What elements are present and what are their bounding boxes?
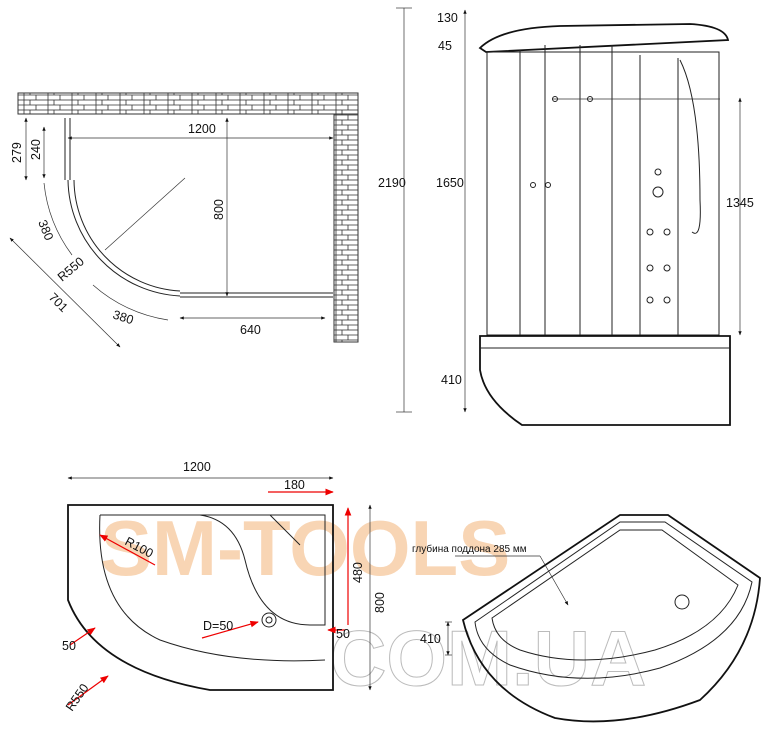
cabin-roof bbox=[478, 23, 730, 53]
plan-left-total-label: 279 bbox=[10, 142, 24, 163]
tray-depth-label: 800 bbox=[373, 592, 387, 613]
watermark-line2: COM.UA bbox=[330, 614, 646, 702]
elev-total-label: 2190 bbox=[378, 176, 406, 190]
elev-tray-label: 410 bbox=[441, 373, 462, 387]
plan-radius-label: R550 bbox=[55, 254, 87, 284]
plan-door-run-label: 640 bbox=[240, 323, 261, 337]
tray-body bbox=[461, 514, 761, 723]
plan-depth-label: 800 bbox=[212, 199, 226, 220]
shower-hose bbox=[679, 59, 701, 234]
elev-panel-label: 1345 bbox=[726, 196, 754, 210]
watermark-line1: SM-TOOLS bbox=[100, 504, 510, 592]
tray-seat-depth-label: 480 bbox=[351, 562, 365, 583]
tray-drain-icon bbox=[674, 594, 690, 610]
tray-depth-note: глубина поддона 285 мм bbox=[412, 543, 527, 555]
tray-seat-width-label: 180 bbox=[284, 478, 305, 492]
tray-perspective: глубина поддона 285 мм 410 bbox=[412, 514, 761, 723]
tray-outline bbox=[67, 504, 334, 691]
plan-width-label: 1200 bbox=[188, 122, 216, 136]
tray-drain-label: D=50 bbox=[203, 619, 233, 633]
elev-roof-offset-label: 45 bbox=[438, 39, 452, 53]
cabin-tray bbox=[479, 335, 731, 426]
right-wall bbox=[333, 113, 359, 343]
tray-perspective-height-label: 410 bbox=[420, 632, 441, 646]
plan-arc-lower-label: 380 bbox=[111, 308, 135, 328]
tray-outer-radius-label: R550 bbox=[63, 681, 92, 714]
drain-icon bbox=[261, 612, 277, 628]
elev-roof-label: 130 bbox=[437, 11, 458, 25]
tray-rim-left-label: 50 bbox=[62, 639, 76, 653]
watermark: SM-TOOLS COM.UA bbox=[100, 504, 647, 703]
plan-view: 1200 800 640 279 240 380 380 R550 701 bbox=[9, 92, 359, 348]
tray-rim-right-label: 50 bbox=[336, 627, 350, 641]
elevation-view: 2190 130 45 1650 410 1345 bbox=[378, 7, 754, 426]
tray-plan: 1200 180 480 800 R100 D=50 50 50 R550 bbox=[62, 460, 387, 714]
tray-width-label: 1200 bbox=[183, 460, 211, 474]
plan-left-panel-label: 240 bbox=[29, 139, 43, 160]
elev-glass-label: 1650 bbox=[436, 176, 464, 190]
cabin-glass bbox=[486, 51, 720, 336]
top-wall bbox=[17, 92, 359, 115]
massage-jets bbox=[530, 96, 671, 304]
